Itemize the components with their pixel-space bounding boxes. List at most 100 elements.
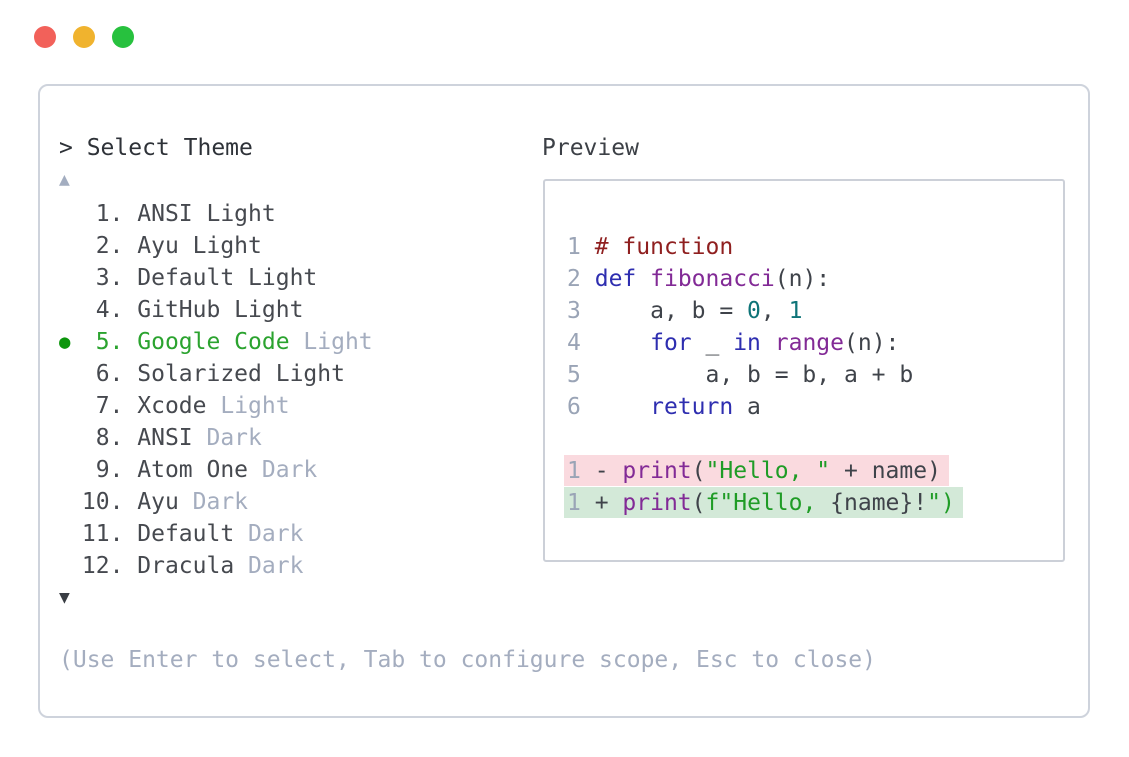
theme-list-item[interactable]: 4.GitHub Light xyxy=(59,294,519,326)
theme-variant-label: Light xyxy=(303,329,373,355)
theme-list-item[interactable]: 6.Solarized Light xyxy=(59,358,519,390)
theme-variant-label: Dark xyxy=(206,425,262,451)
code-token: print xyxy=(622,490,692,516)
code-line: 4 for _ in range(n): xyxy=(567,327,1063,359)
marker-spacer xyxy=(59,550,82,582)
code-token: , xyxy=(760,298,789,324)
scroll-down-icon[interactable]: ▼ xyxy=(59,587,70,608)
code-token: ( xyxy=(691,458,706,484)
theme-number: 5. xyxy=(95,329,124,355)
theme-name: ANSI Light xyxy=(137,201,276,227)
blank-line xyxy=(567,423,1063,455)
code-line: 5 a, b = b, a + b xyxy=(567,359,1063,391)
theme-number: 7. xyxy=(95,393,124,419)
theme-variant-label: Dark xyxy=(192,489,249,515)
line-number: 4 xyxy=(567,330,581,356)
spacer xyxy=(123,518,137,550)
spacer xyxy=(581,490,595,516)
code-line: 3 a, b = 0, 1 xyxy=(567,295,1063,327)
code-token: + name) xyxy=(830,458,941,484)
theme-variant-label: Dark xyxy=(248,553,304,579)
spacer xyxy=(123,422,137,454)
code-token xyxy=(595,394,650,420)
code-line: 2 def fibonacci(n): xyxy=(567,263,1063,295)
diff-line-added: 1 + print(f"Hello, {name}!") xyxy=(564,487,963,518)
code-token: (n): xyxy=(844,330,900,356)
code-token: a, b = b, a + b xyxy=(594,362,914,388)
zoom-button[interactable] xyxy=(112,26,134,48)
code-token: in xyxy=(733,330,761,356)
line-number: 3 xyxy=(567,298,581,324)
code-token: a, b = xyxy=(594,298,748,324)
code-token: return xyxy=(650,394,734,420)
theme-name: Google Code xyxy=(137,329,290,355)
spacer xyxy=(581,298,595,324)
spacer xyxy=(123,358,137,390)
spacer xyxy=(581,394,595,420)
code-token: for xyxy=(650,330,692,356)
theme-number: 3. xyxy=(95,265,124,291)
spacer xyxy=(581,362,595,388)
marker-spacer xyxy=(59,198,82,230)
theme-number: 1. xyxy=(95,201,124,227)
code-token: print xyxy=(622,458,692,484)
code-token: - xyxy=(594,458,623,484)
marker-spacer xyxy=(59,486,82,518)
marker-spacer xyxy=(59,390,82,422)
window-controls xyxy=(34,26,134,48)
line-number: 5 xyxy=(567,362,581,388)
theme-list-item[interactable]: ● 5. Google Code Light xyxy=(59,326,519,358)
theme-list-item[interactable]: 10. Ayu Dark xyxy=(59,486,519,518)
code-token xyxy=(636,266,650,292)
code-token: f"Hello, xyxy=(705,490,831,516)
theme-number: 9. xyxy=(95,457,124,483)
scroll-up-icon[interactable]: ▲ xyxy=(59,169,70,190)
theme-variant-label: Light xyxy=(220,393,290,419)
code-token: a xyxy=(733,394,761,420)
spacer xyxy=(123,550,137,582)
code-token: 1 xyxy=(788,298,803,324)
selected-dot-icon: ● xyxy=(59,331,71,353)
marker-spacer xyxy=(59,422,82,454)
theme-picker-dialog: > Select Theme ▲ 1. ANSI Light 2.Ayu Light… xyxy=(38,84,1090,718)
theme-list-item[interactable]: 2.Ayu Light xyxy=(59,230,519,262)
picker-prompt: > Select Theme xyxy=(59,135,253,161)
marker-spacer xyxy=(59,454,82,486)
close-button[interactable] xyxy=(34,26,56,48)
minimize-button[interactable] xyxy=(73,26,95,48)
theme-list-item[interactable]: 3.Default Light xyxy=(59,262,519,294)
theme-name: Atom One xyxy=(137,457,249,483)
theme-list-item[interactable]: 1. ANSI Light xyxy=(59,198,519,230)
code-token: + xyxy=(594,490,623,516)
marker-spacer xyxy=(59,358,82,390)
code-token: def xyxy=(594,266,637,292)
theme-name: Solarized Light xyxy=(137,361,345,387)
code-token: ") xyxy=(927,490,955,516)
code-line: 1 # function xyxy=(567,231,1063,263)
code-token: ( xyxy=(691,490,706,516)
theme-number: 8. xyxy=(95,425,124,451)
spacer xyxy=(123,454,137,486)
theme-name: Ayu xyxy=(137,489,179,515)
spacer xyxy=(123,486,137,518)
theme-list-item[interactable]: 7. Xcode Light xyxy=(59,390,519,422)
theme-name: Xcode xyxy=(137,393,207,419)
spacer xyxy=(581,266,595,292)
theme-number: 4. xyxy=(95,297,124,323)
code-token: range xyxy=(774,330,845,356)
theme-name: Ayu Light xyxy=(137,233,262,259)
marker-spacer xyxy=(59,294,82,326)
spacer xyxy=(123,326,137,358)
code-token: {name}! xyxy=(830,490,928,516)
theme-number: 10. xyxy=(81,489,124,515)
spacer xyxy=(581,330,595,356)
code-token: 0 xyxy=(747,298,761,324)
spacer xyxy=(123,230,137,262)
